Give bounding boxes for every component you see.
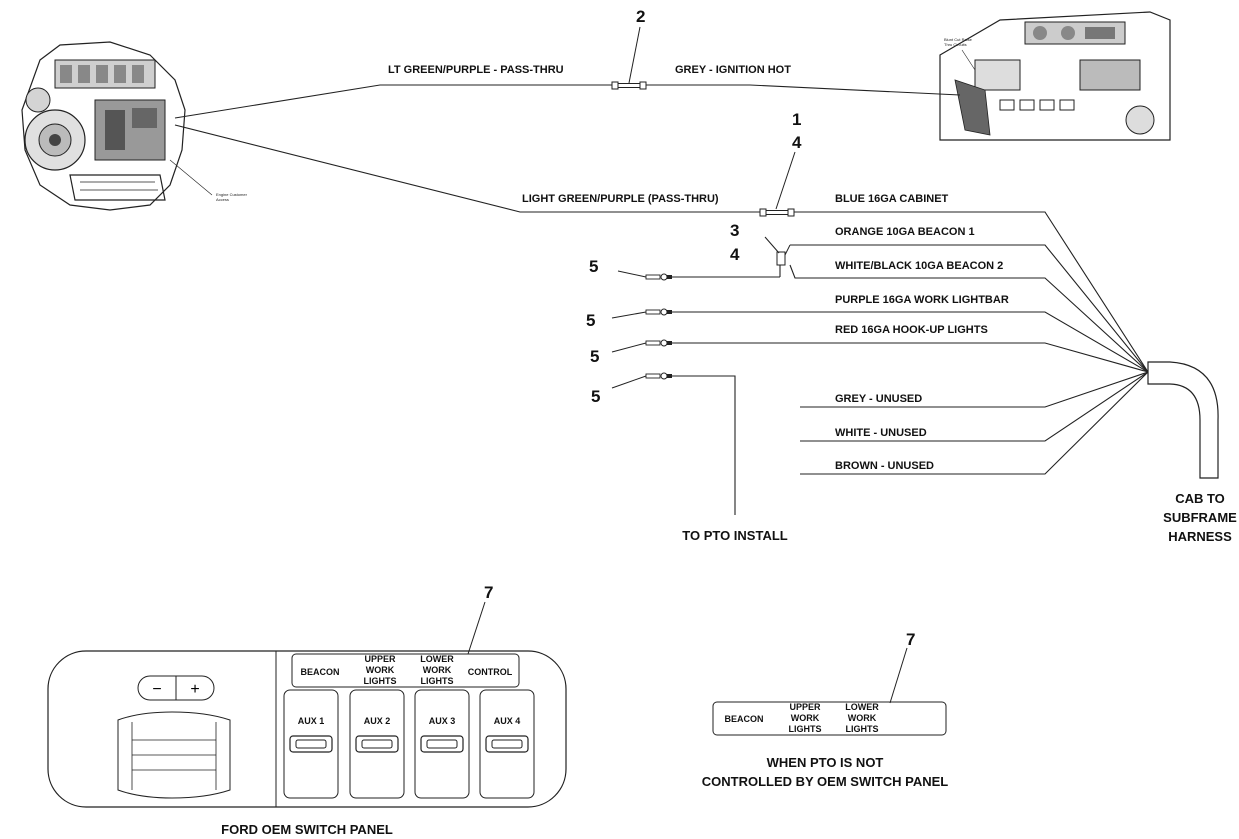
- harness-fanout: [672, 211, 1149, 475]
- engine-note-line2: Access: [216, 197, 229, 202]
- ford-header-beacon: BEACON: [300, 667, 339, 677]
- ford-header-lower-1: LOWER: [420, 654, 454, 664]
- wire-label-light-green-purple: LIGHT GREEN/PURPLE (PASS-THRU): [522, 193, 719, 205]
- ford-header-upper-3: LIGHTS: [364, 676, 397, 686]
- minus-plus-control[interactable]: − +: [137, 675, 215, 701]
- alt-label-strip: BEACON UPPER WORK LIGHTS LOWER WORK LIGH…: [712, 647, 947, 736]
- harness-label-line1: CAB TO: [1175, 491, 1225, 506]
- callout-4-top: 4: [792, 133, 802, 152]
- aux-switch-1[interactable]: AUX 1: [283, 689, 339, 799]
- wire-label-brown-unused: BROWN - UNUSED: [835, 460, 934, 472]
- terminal-5c: [611, 339, 672, 353]
- alt-lower-3: LIGHTS: [846, 724, 879, 734]
- callout-7-left: 7: [484, 583, 493, 602]
- minus-button[interactable]: −: [152, 681, 161, 698]
- alt-upper-3: LIGHTS: [789, 724, 822, 734]
- wire-label-lt-green-purple: LT GREEN/PURPLE - PASS-THRU: [388, 64, 564, 76]
- callout-5d: 5: [591, 387, 600, 406]
- terminal-5a: [617, 270, 672, 281]
- ford-header-upper-2: WORK: [366, 665, 395, 675]
- not-controlled-line1: WHEN PTO IS NOT: [767, 755, 884, 770]
- wire-label-grey-ignition: GREY - IGNITION HOT: [675, 64, 791, 76]
- to-pto-install-label: TO PTO INSTALL: [682, 528, 788, 543]
- cab-illustration: Blunt Cut Raise Thru Circuits: [939, 11, 1171, 141]
- wire-label-orange-beacon1: ORANGE 10GA BEACON 1: [835, 226, 975, 238]
- alt-upper-2: WORK: [791, 713, 820, 723]
- harness-label-line3: HARNESS: [1168, 529, 1232, 544]
- callout-7-right: 7: [906, 630, 915, 649]
- wire-label-white-black-beacon2: WHITE/BLACK 10GA BEACON 2: [835, 260, 1003, 272]
- harness-label-line2: SUBFRAME: [1163, 510, 1237, 525]
- ford-header-lower-2: WORK: [423, 665, 452, 675]
- callout-3: 3: [730, 221, 739, 240]
- callout-1: 1: [792, 110, 801, 129]
- ford-header-lower-3: LIGHTS: [421, 676, 454, 686]
- aux-switch-label: AUX 4: [494, 716, 521, 726]
- splice-connector-2: [611, 26, 647, 90]
- engine-note-line1: Engine Customer: [216, 192, 248, 197]
- ford-oem-switch-panel: − + BEACON UPPER WORK LIGHTS LOWER WORK …: [47, 601, 567, 808]
- ford-panel-title: FORD OEM SWITCH PANEL: [221, 822, 393, 837]
- plus-button[interactable]: +: [190, 681, 199, 698]
- wire-label-grey-unused: GREY - UNUSED: [835, 393, 922, 405]
- aux-switch-3[interactable]: AUX 3: [414, 689, 470, 799]
- engine-illustration: Engine Customer Access: [21, 41, 248, 211]
- callout-4-mid: 4: [730, 245, 740, 264]
- alt-lower-2: WORK: [848, 713, 877, 723]
- rocker-control[interactable]: [117, 711, 231, 799]
- alt-lower-1: LOWER: [845, 702, 879, 712]
- alt-beacon: BEACON: [724, 714, 763, 724]
- wire-label-red-hookup: RED 16GA HOOK-UP LIGHTS: [835, 324, 988, 336]
- callout-2: 2: [636, 7, 645, 26]
- harness-sleeve: [1147, 361, 1219, 479]
- callout-5a: 5: [589, 257, 598, 276]
- wire-lt-green-purple: [174, 84, 612, 119]
- aux-switch-2[interactable]: AUX 2: [349, 689, 405, 799]
- ford-header-upper-1: UPPER: [364, 654, 396, 664]
- wire-label-blue-cabinet: BLUE 16GA CABINET: [835, 193, 949, 205]
- alt-upper-1: UPPER: [789, 702, 821, 712]
- terminal-5d: [611, 372, 736, 515]
- wire-light-green-purple: [174, 124, 760, 213]
- beacon-split-connector-3: [672, 236, 791, 278]
- aux-switch-label: AUX 3: [429, 716, 456, 726]
- splice-connector-1: [759, 151, 796, 217]
- not-controlled-line2: CONTROLLED BY OEM SWITCH PANEL: [702, 774, 949, 789]
- aux-switch-label: AUX 1: [298, 716, 325, 726]
- ford-header-control: CONTROL: [468, 667, 513, 677]
- terminal-5b: [611, 308, 672, 319]
- callout-5c: 5: [590, 347, 599, 366]
- wire-grey-ignition: [646, 84, 961, 96]
- aux-switch-4[interactable]: AUX 4: [479, 689, 535, 799]
- cab-note-line1: Blunt Cut Raise: [944, 37, 973, 42]
- wire-label-purple-lightbar: PURPLE 16GA WORK LIGHTBAR: [835, 294, 1009, 306]
- aux-switch-label: AUX 2: [364, 716, 391, 726]
- cab-note-line2: Thru Circuits: [944, 42, 967, 47]
- callout-5b: 5: [586, 311, 595, 330]
- wire-label-white-unused: WHITE - UNUSED: [835, 427, 927, 439]
